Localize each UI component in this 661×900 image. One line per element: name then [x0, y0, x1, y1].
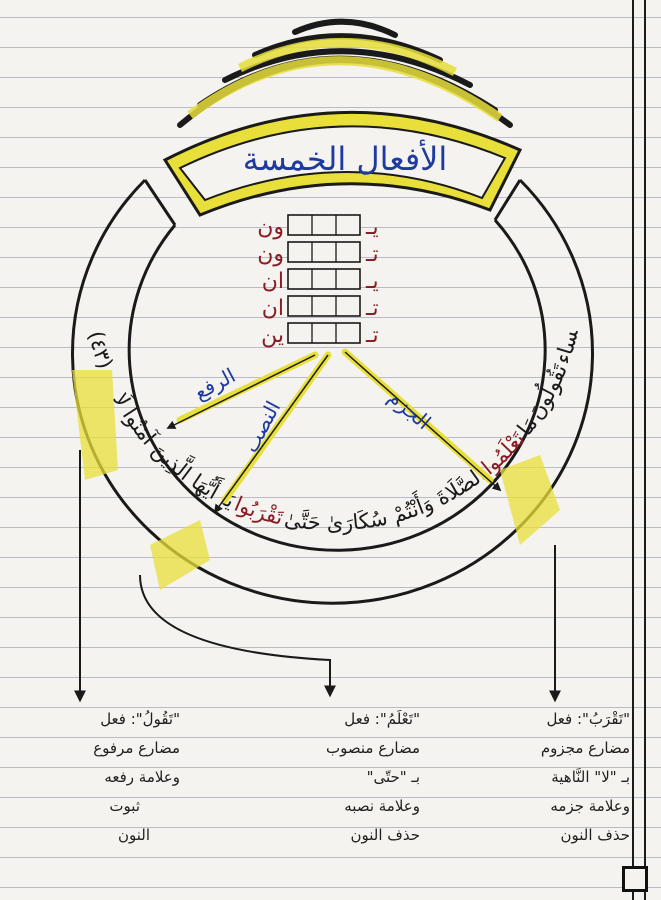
- verb-prefix: تـ: [365, 323, 379, 348]
- verb-row: يـ ان: [262, 268, 379, 294]
- note-raf-line: وعلامة رفعه: [104, 768, 180, 786]
- ring: [71, 178, 594, 605]
- note-jazm-line: بـ "لا" النَّاهية: [551, 768, 630, 786]
- note-connectors: [74, 450, 561, 703]
- verb-slot-box: [287, 322, 361, 344]
- rainbow-highlight: [187, 38, 503, 122]
- branch-arrow-outlines: [166, 351, 502, 514]
- note-jazm-line: مضارع مجزوم: [540, 739, 630, 757]
- ring-highlights: [72, 370, 560, 590]
- verb-row: تـ ان: [262, 295, 379, 321]
- verb-suffix: ون: [257, 242, 284, 267]
- note-raf-line: ثبوت: [109, 797, 140, 815]
- note-raf-line: النون: [117, 826, 150, 844]
- verb-suffix: ون: [257, 215, 284, 240]
- note-nasb-line: بـ "حتّى": [366, 768, 420, 786]
- verb-slot-box: [287, 268, 361, 290]
- note-raf-line: "تَقُولُ": فعل: [100, 710, 180, 728]
- verb-slot-box: [287, 241, 361, 263]
- note-nasb-line: مضارع منصوب: [325, 739, 420, 757]
- verb-row: يـ ون: [257, 214, 379, 240]
- note-nasb-line: "تَعْلَمُ": فعل: [344, 710, 420, 728]
- note-jazm-line: حذف النون: [560, 826, 631, 844]
- note-nasb: "تَعْلَمُ": فعل مضارع منصوب بـ "حتّى" وع…: [250, 705, 420, 850]
- verb-row: تـ ون: [257, 241, 379, 267]
- verb-suffix: ين: [261, 323, 284, 348]
- verb-prefix: تـ: [365, 242, 379, 267]
- verse-middle: الصَّلَاةَ وَأَنْتُمْ سُكَارَىٰ حَتَّىٰ: [283, 462, 490, 535]
- margin-line: [644, 0, 646, 900]
- note-nasb-line: حذف النون: [350, 826, 421, 844]
- rainbow-arcs: [177, 18, 513, 128]
- verse-opening: يَا أَيُّهَا الَّذِينَ آمَنُوا لَا: [108, 389, 239, 514]
- verse-word-jazm: تَقْرَبُوا: [231, 492, 286, 530]
- verb-row: تـ ين: [261, 322, 379, 348]
- verb-slot-box: [287, 214, 361, 236]
- verb-suffix: ان: [262, 296, 284, 321]
- verb-prefix: تـ: [365, 296, 379, 321]
- note-jazm-line: وعلامة جزمه: [550, 797, 630, 815]
- verb-grid: يـ ون تـ ون يـ ان تـ ان تـ ين: [257, 214, 379, 348]
- verb-slot-box: [287, 295, 361, 317]
- note-raf: "تَقُولُ": فعل مضارع مرفوع وعلامة رفعه ث…: [20, 705, 180, 850]
- verb-prefix: يـ: [365, 215, 379, 240]
- note-nasb-line: وعلامة نصبه: [344, 797, 420, 815]
- page-title: الأفعال الخمسة: [243, 139, 448, 178]
- verse-word-raf: تَقُولُونَ: [524, 360, 572, 424]
- verb-suffix: ان: [262, 269, 284, 294]
- note-raf-line: مضارع مرفوع: [93, 739, 180, 757]
- title-banner: [162, 110, 523, 217]
- note-jazm-line: "تَقْرَبُ": فعل: [546, 710, 630, 728]
- note-jazm: "تَقْرَبُ": فعل مضارع مجزوم بـ "لا" النَ…: [470, 705, 630, 850]
- margin-box: [622, 866, 648, 892]
- verb-prefix: يـ: [365, 269, 379, 294]
- margin-line: [632, 0, 634, 900]
